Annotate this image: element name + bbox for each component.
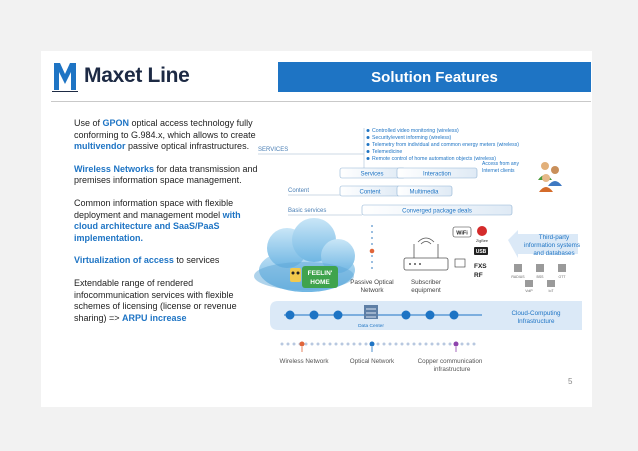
bullet-item: Security/event informing (wireless) — [372, 135, 452, 141]
bss-label: BSS — [536, 275, 544, 279]
feelin-home-logo: FEELIN' HOME — [290, 266, 338, 288]
subscriber-equipment-icon — [403, 237, 449, 271]
connectivity-badges: WiFi ZigBee USB FXS RF — [452, 226, 488, 279]
cloud-computing-line1: Cloud-Computing — [511, 310, 560, 317]
company-logo: Maxet Line — [52, 59, 232, 93]
zigbee-label: ZigBee — [476, 239, 488, 243]
bullet-item: Remote control of home automation object… — [372, 156, 496, 162]
third-party-line3: and databases — [533, 250, 574, 257]
content-row-label: Content — [288, 188, 309, 194]
radius-label: RADIUS — [511, 275, 525, 279]
paragraph-cloud: Common information space with flexible d… — [74, 197, 241, 243]
content-box-label: Content — [359, 190, 380, 196]
bullet-item: Telemetry from individual and common ene… — [372, 142, 519, 148]
svg-text:HOME: HOME — [310, 279, 330, 286]
network-dot-line — [280, 341, 476, 352]
content-row: Content Content Multimedia — [288, 185, 453, 197]
system-icons: RADIUS BSS OTT VoIP IoT — [511, 264, 566, 293]
ott-label: OTT — [559, 275, 567, 279]
passive-optical-label-1: Passive Optical — [350, 279, 393, 286]
bullet-item: Controlled video monitoring (wireless) — [372, 128, 459, 134]
optical-network-label: Optical Network — [350, 358, 395, 365]
third-party-arrow: Third-party information systems and data… — [508, 230, 580, 258]
multimedia-box-label: Multimedia — [409, 190, 439, 196]
access-label-line1: Access from any — [482, 161, 519, 167]
solution-diagram: Controlled video monitoring (wireless) S… — [252, 118, 590, 390]
passive-optical-label-2: Network — [360, 287, 384, 294]
services-header: SERVICES — [258, 147, 288, 153]
access-label-line2: Internet clients — [482, 168, 515, 174]
services-row: Services Interaction — [339, 167, 478, 179]
basic-services-row: Basic services Converged package deals — [288, 204, 513, 216]
iot-label: IoT — [548, 289, 554, 293]
cloud-computing-bar: Data Center Cloud-Computing Infrastructu… — [270, 301, 582, 330]
slide-title: Solution Features — [278, 62, 591, 92]
paragraph-gpon: Use of GPON optical access technology fu… — [74, 118, 256, 152]
page-number: 5 — [568, 377, 573, 386]
subscriber-label-2: equipment — [411, 287, 441, 294]
brand-name: Maxet Line — [84, 64, 190, 87]
voip-label: VoIP — [525, 289, 533, 293]
paragraph-licensing: Extendable range of rendered infocommuni… — [74, 277, 237, 323]
features-text: Use of GPON optical access technology fu… — [74, 118, 264, 335]
slide-title-text: Solution Features — [371, 68, 498, 86]
users-icon — [538, 162, 562, 192]
pon-node-dot — [369, 248, 375, 254]
copper-label-line2: infrastructure — [434, 366, 471, 373]
interaction-box-label: Interaction — [423, 172, 451, 178]
service-bullet-list: Controlled video monitoring (wireless) S… — [372, 128, 519, 162]
rf-label: RF — [474, 272, 483, 279]
paragraph-virtualization: Virtualization of access to services — [74, 255, 220, 266]
usb-badge: USB — [476, 249, 487, 255]
services-box-label: Services — [360, 172, 383, 178]
basic-services-label: Basic services — [288, 208, 326, 214]
subscriber-label-1: Subscriber — [411, 279, 441, 286]
bullet-item: Telemedicine — [372, 149, 402, 155]
cloud-computing-line2: Infrastructure — [517, 318, 555, 325]
header-divider — [51, 101, 591, 102]
svg-text:FEELIN': FEELIN' — [308, 270, 333, 277]
wireless-network-label: Wireless Network — [280, 358, 330, 365]
fxs-label: FXS — [474, 263, 487, 270]
paragraph-wireless: Wireless Networks for data transmission … — [74, 163, 258, 186]
third-party-line1: Third-party — [539, 234, 570, 241]
third-party-line2: information systems — [524, 242, 580, 249]
wifi-badge: WiFi — [456, 231, 468, 237]
copper-label-line1: Copper communication — [418, 358, 483, 365]
data-center-label: Data Center — [358, 323, 384, 329]
maxet-logo-icon — [52, 60, 78, 93]
converged-box-label: Converged package deals — [402, 209, 472, 215]
